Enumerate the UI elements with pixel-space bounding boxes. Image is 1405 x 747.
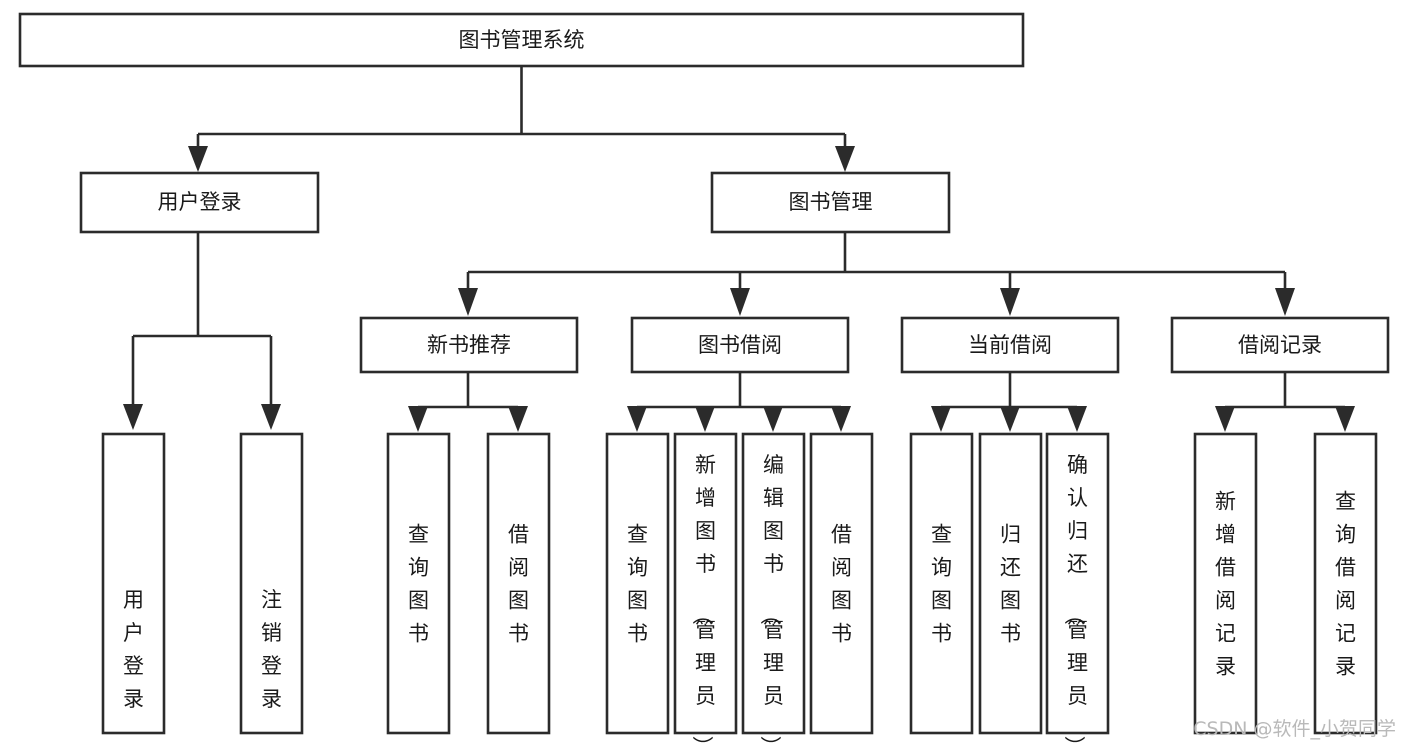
leaf-record-query-label: 查询借阅记录: [1335, 489, 1356, 678]
arrow-to-recommend-borrow-book: [508, 406, 528, 432]
arrow-to-recommend-query-book: [408, 406, 428, 432]
leaf-recommend-borrow-book-label: 借阅图书: [508, 522, 529, 645]
arrow-to-current-query-book: [931, 406, 951, 432]
node-new-book-recommend[interactable]: 新书推荐: [359, 316, 579, 374]
node-book-manage-box[interactable]: [710, 171, 951, 234]
leaf-current-return-book[interactable]: 归还图书: [978, 432, 1043, 735]
leaf-user-login-do-box[interactable]: [101, 432, 166, 735]
node-new-book-recommend-box[interactable]: [359, 316, 579, 374]
node-current-borrow-label: 当前借阅: [968, 333, 1052, 357]
arrow-to-current-borrow: [1000, 288, 1020, 316]
node-book-borrow-label: 图书借阅: [698, 333, 782, 357]
leaf-current-query-book[interactable]: 查询图书: [909, 432, 974, 735]
arrow-to-book-manage: [835, 146, 855, 172]
leaf-current-query-book-label: 查询图书: [931, 522, 952, 645]
leaf-record-query[interactable]: 查询借阅记录: [1313, 432, 1378, 735]
arrow-to-new-book-recommend: [458, 288, 478, 316]
arrow-to-borrow-borrow-book: [831, 406, 851, 432]
leaf-record-add-label: 新增借阅记录: [1215, 489, 1236, 678]
connector-layer: [123, 66, 1355, 432]
node-book-borrow-box[interactable]: [630, 316, 850, 374]
arrow-to-user-logout: [261, 404, 281, 430]
node-book-manage[interactable]: 图书管理: [710, 171, 951, 234]
node-root-box[interactable]: [18, 12, 1025, 68]
leaf-borrow-borrow-book[interactable]: 借阅图书: [809, 432, 874, 735]
leaf-current-return-book-box[interactable]: [978, 432, 1043, 735]
leaf-record-add[interactable]: 新增借阅记录: [1193, 432, 1258, 735]
node-borrow-record[interactable]: 借阅记录: [1170, 316, 1390, 374]
arrow-to-borrow-record: [1275, 288, 1295, 316]
leaf-borrow-query-book[interactable]: 查询图书: [605, 432, 670, 735]
leaf-record-add-box[interactable]: [1193, 432, 1258, 735]
leaf-borrow-borrow-book-label: 借阅图书: [831, 522, 852, 645]
arrow-to-user-login-do: [123, 404, 143, 430]
leaf-current-return-book-label: 归还图书: [1000, 522, 1021, 645]
leaf-user-login-do[interactable]: 用户登录: [101, 432, 166, 735]
arrow-to-borrow-add-book: [695, 406, 715, 432]
leaf-current-confirm-return[interactable]: 确认归还（管理员）: [1045, 432, 1110, 747]
leaf-borrow-query-book-label: 查询图书: [627, 522, 648, 645]
leaf-borrow-edit-book[interactable]: 编辑图书（管理员）: [741, 432, 806, 747]
leaf-borrow-add-book[interactable]: 新增图书（管理员）: [673, 432, 738, 747]
node-root-label: 图书管理系统: [459, 28, 585, 52]
arrow-to-current-return-book: [1000, 406, 1020, 432]
node-current-borrow-box[interactable]: [900, 316, 1120, 374]
csdn-watermark: CSDN @软件_小贺同学: [1193, 718, 1396, 740]
node-root[interactable]: 图书管理系统: [18, 12, 1025, 68]
leaf-recommend-borrow-book-box[interactable]: [486, 432, 551, 735]
leaf-borrow-add-book-label: 新增图书（管理员）: [690, 453, 716, 747]
leaf-record-query-box[interactable]: [1313, 432, 1378, 735]
arrow-to-book-borrow: [730, 288, 750, 316]
node-user-login[interactable]: 用户登录: [79, 171, 320, 234]
leaf-user-logout-box[interactable]: [239, 432, 304, 735]
leaf-current-confirm-return-box[interactable]: [1045, 432, 1110, 735]
leaf-user-logout-label: 注销登录: [261, 588, 282, 711]
leaf-borrow-edit-book-box[interactable]: [741, 432, 806, 735]
leaf-current-query-book-box[interactable]: [909, 432, 974, 735]
node-user-login-box[interactable]: [79, 171, 320, 234]
leaf-borrow-query-book-box[interactable]: [605, 432, 670, 735]
node-book-manage-label: 图书管理: [789, 190, 873, 214]
leaf-recommend-borrow-book[interactable]: 借阅图书: [486, 432, 551, 735]
leaf-borrow-edit-book-label: 编辑图书（管理员）: [758, 453, 784, 747]
node-borrow-record-box[interactable]: [1170, 316, 1390, 374]
leaf-borrow-borrow-book-box[interactable]: [809, 432, 874, 735]
arrow-to-record-add: [1215, 406, 1235, 432]
arrow-to-borrow-edit-book: [763, 406, 783, 432]
leaf-recommend-query-book-label: 查询图书: [408, 522, 429, 645]
node-new-book-recommend-label: 新书推荐: [427, 333, 511, 357]
arrow-to-current-confirm-return: [1067, 406, 1087, 432]
leaf-borrow-add-book-box[interactable]: [673, 432, 738, 735]
node-borrow-record-label: 借阅记录: [1238, 333, 1322, 357]
leaf-recommend-query-book-box[interactable]: [386, 432, 451, 735]
node-book-borrow[interactable]: 图书借阅: [630, 316, 850, 374]
arrow-to-user-login: [188, 146, 208, 172]
leaf-user-logout[interactable]: 注销登录: [239, 432, 304, 735]
leaf-recommend-query-book[interactable]: 查询图书: [386, 432, 451, 735]
arrow-to-borrow-query-book: [627, 406, 647, 432]
leaf-user-login-do-label: 用户登录: [123, 588, 144, 711]
node-user-login-label: 用户登录: [158, 190, 242, 214]
node-current-borrow[interactable]: 当前借阅: [900, 316, 1120, 374]
arrow-to-record-query: [1335, 406, 1355, 432]
leaf-current-confirm-return-label: 确认归还（管理员）: [1062, 453, 1088, 747]
